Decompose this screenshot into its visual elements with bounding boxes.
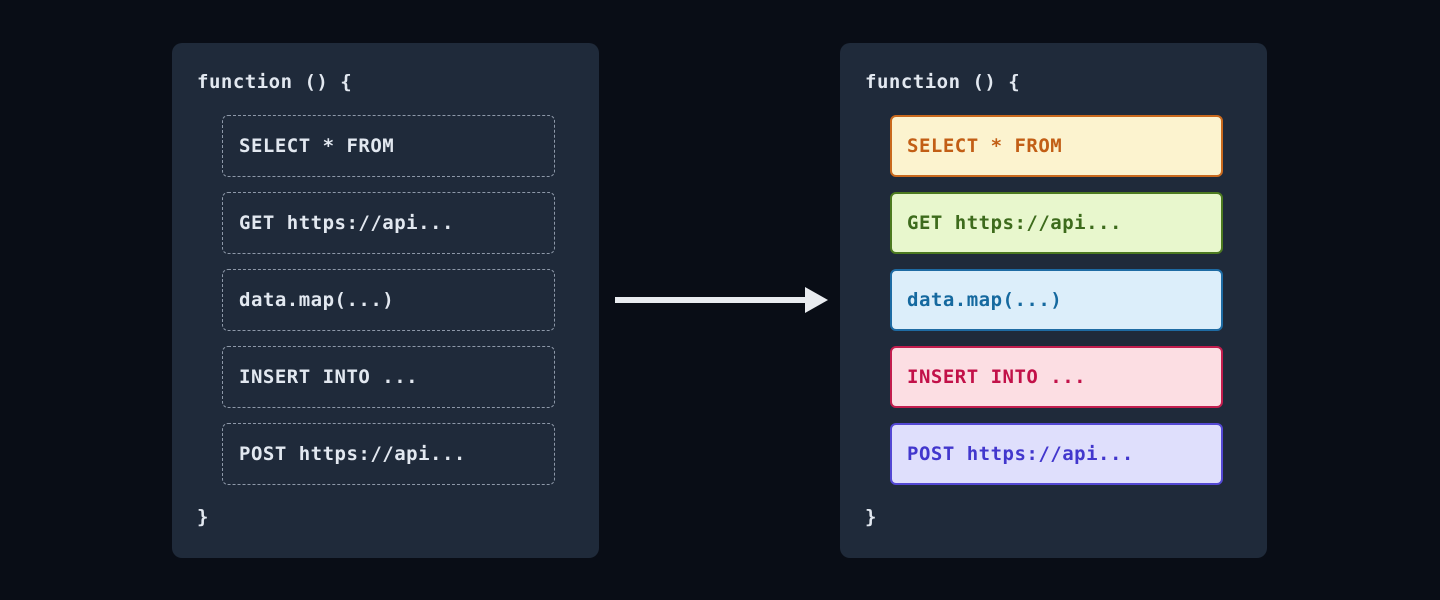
function-close-line: } [197, 506, 209, 528]
snippet-select-from-text: SELECT * FROM [907, 135, 1063, 157]
transform-arrow-icon [615, 287, 828, 313]
snippet-insert-into-text: INSERT INTO ... [239, 366, 419, 388]
function-close-line: } [865, 506, 877, 528]
snippet-insert-into-text: INSERT INTO ... [907, 366, 1087, 388]
snippet-data-map: data.map(...) [222, 269, 555, 331]
snippet-get-request-highlighted: GET https://api... [890, 192, 1223, 254]
snippet-get-request-text: GET https://api... [907, 212, 1122, 234]
snippet-insert-into-highlighted: INSERT INTO ... [890, 346, 1223, 408]
snippet-post-request-text: POST https://api... [907, 443, 1134, 465]
left-snippet-list: SELECT * FROM GET https://api... data.ma… [222, 115, 555, 485]
right-code-panel: function () { SELECT * FROM GET https://… [840, 43, 1267, 558]
right-snippet-list: SELECT * FROM GET https://api... data.ma… [890, 115, 1223, 485]
snippet-select-from: SELECT * FROM [222, 115, 555, 177]
snippet-insert-into: INSERT INTO ... [222, 346, 555, 408]
snippet-post-request: POST https://api... [222, 423, 555, 485]
function-open-line: function () { [865, 71, 1021, 93]
snippet-select-from-highlighted: SELECT * FROM [890, 115, 1223, 177]
snippet-post-request-text: POST https://api... [239, 443, 466, 465]
snippet-data-map-highlighted: data.map(...) [890, 269, 1223, 331]
function-open-line: function () { [197, 71, 353, 93]
left-code-panel: function () { SELECT * FROM GET https://… [172, 43, 599, 558]
snippet-data-map-text: data.map(...) [239, 289, 395, 311]
snippet-get-request: GET https://api... [222, 192, 555, 254]
snippet-select-from-text: SELECT * FROM [239, 135, 395, 157]
snippet-data-map-text: data.map(...) [907, 289, 1063, 311]
snippet-get-request-text: GET https://api... [239, 212, 454, 234]
snippet-post-request-highlighted: POST https://api... [890, 423, 1223, 485]
